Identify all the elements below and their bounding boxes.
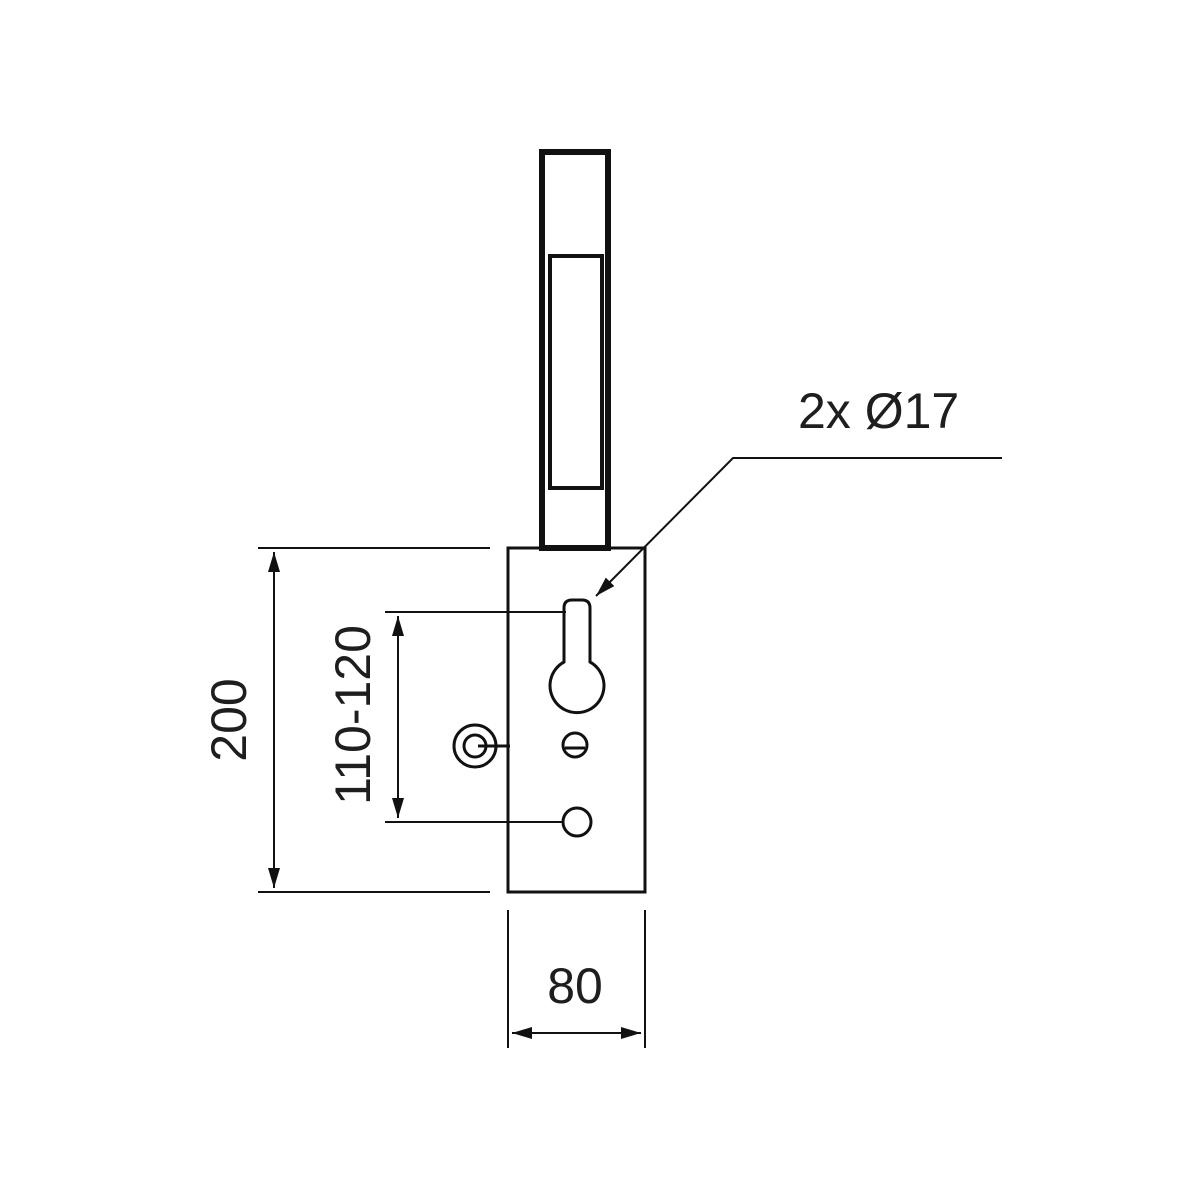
mounting-plate bbox=[506, 546, 647, 894]
height-dimension-label: 200 bbox=[201, 678, 257, 761]
center-hole bbox=[561, 731, 589, 759]
height-dimension bbox=[258, 547, 490, 893]
bottom-hole bbox=[561, 806, 593, 838]
keyhole-slot bbox=[548, 598, 606, 715]
hole-callout-leader bbox=[595, 457, 1002, 597]
hole-spacing-dimension bbox=[385, 611, 566, 823]
width-dimension-label: 80 bbox=[547, 958, 603, 1014]
post bbox=[539, 149, 611, 551]
side-fastener-symbol bbox=[452, 723, 510, 769]
width-dimension bbox=[507, 910, 646, 1048]
hole-callout-label: 2x Ø17 bbox=[798, 383, 959, 439]
hole-spacing-label: 110-120 bbox=[325, 625, 381, 805]
